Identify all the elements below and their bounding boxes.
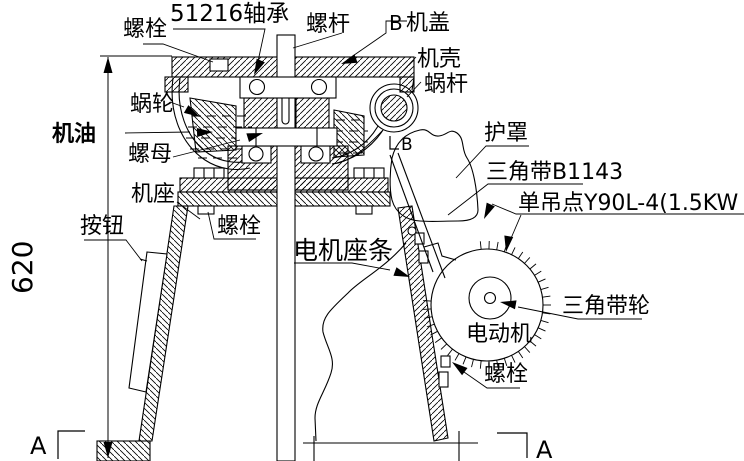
bearing-ball-lower-right [308, 146, 324, 162]
motor-bolt-b [438, 371, 449, 388]
bearing-ball-right [310, 78, 328, 96]
label-screw-rod: 螺杆 [306, 12, 350, 37]
bearing-ball-lower-left [248, 146, 264, 162]
leader-arrowheads [103, 54, 517, 458]
label-motor-model: 单吊点Y90L-4(1.5KW [518, 191, 738, 216]
section-b-mid-bracket [389, 136, 399, 150]
label-nut: 螺母 [128, 142, 172, 167]
label-section-a-right: A [536, 436, 553, 461]
label-bolt-flange: 螺栓 [217, 214, 261, 239]
bearing-ball-left [248, 78, 266, 96]
motor-seat-bar-strip [397, 205, 449, 442]
motor-bracket [423, 242, 457, 261]
label-machine-base: 机座 [131, 182, 175, 207]
button-box [128, 251, 168, 393]
motor-fin-ticks [423, 241, 551, 369]
stand [96, 205, 478, 461]
label-section-b-top: B [389, 11, 403, 35]
section-a-left-bracket [57, 430, 85, 459]
pedestal-outline [314, 242, 407, 442]
wheel-hub-left [243, 97, 278, 131]
flange-bolt-left [193, 167, 225, 179]
flange-bolt-right [353, 167, 385, 179]
guard-bolt-circle [407, 226, 417, 236]
pulley-hub [468, 276, 512, 320]
wheel-hub-right [295, 97, 330, 131]
label-guard: 护罩 [484, 121, 528, 146]
label-v-belt-pulley: 三角带轮 [562, 294, 650, 319]
dimension-620 [100, 55, 172, 458]
main-shaft [235, 34, 338, 461]
label-motor-seat-bar: 电机座条 [293, 236, 393, 265]
label-section-a-left: A [30, 432, 47, 460]
worm-core [380, 94, 408, 122]
motor-bolt-a [440, 355, 451, 368]
motor-assembly [389, 129, 551, 442]
cover-bolt-notch [209, 58, 229, 72]
label-machine-cover: 机盖 [406, 11, 450, 36]
label-dim-height: 620 [6, 241, 39, 294]
label-button: 按钮 [80, 214, 124, 239]
worm-circle [374, 88, 414, 128]
belt-line-1 [389, 154, 434, 273]
section-markers [57, 136, 528, 459]
label-v-belt: 三角带B1143 [486, 160, 623, 185]
top-bearing-block [239, 76, 337, 99]
flange-nut-left [197, 205, 215, 215]
belt-guard-outline [389, 129, 479, 222]
label-electric-motor: 电动机 [466, 322, 532, 347]
label-bearing: 51216轴承 [170, 1, 289, 27]
label-bolt-top-left: 螺栓 [123, 17, 167, 42]
worm-housing-ring [369, 83, 419, 133]
label-engine-oil: 机油 [52, 122, 96, 147]
label-bolt-motor: 螺栓 [484, 362, 528, 387]
section-a-right-bracket [497, 432, 528, 458]
labels: 螺栓 51216轴承 螺杆 B 机盖 机壳 蜗杆 蜗轮 机油 螺母 机座 按钮 … [6, 1, 738, 461]
flange-nut-right [355, 205, 373, 215]
worm-wheel-rim-left [189, 97, 237, 153]
belt-line-2 [397, 152, 446, 279]
label-section-b-mid: B [401, 135, 413, 155]
label-worm: 蜗杆 [424, 72, 468, 97]
label-machine-shell: 机壳 [417, 47, 461, 72]
pulley-shaft-center [483, 291, 497, 305]
leader-lines [84, 20, 744, 389]
nut-band [235, 127, 338, 147]
label-worm-wheel: 蜗轮 [130, 92, 174, 117]
